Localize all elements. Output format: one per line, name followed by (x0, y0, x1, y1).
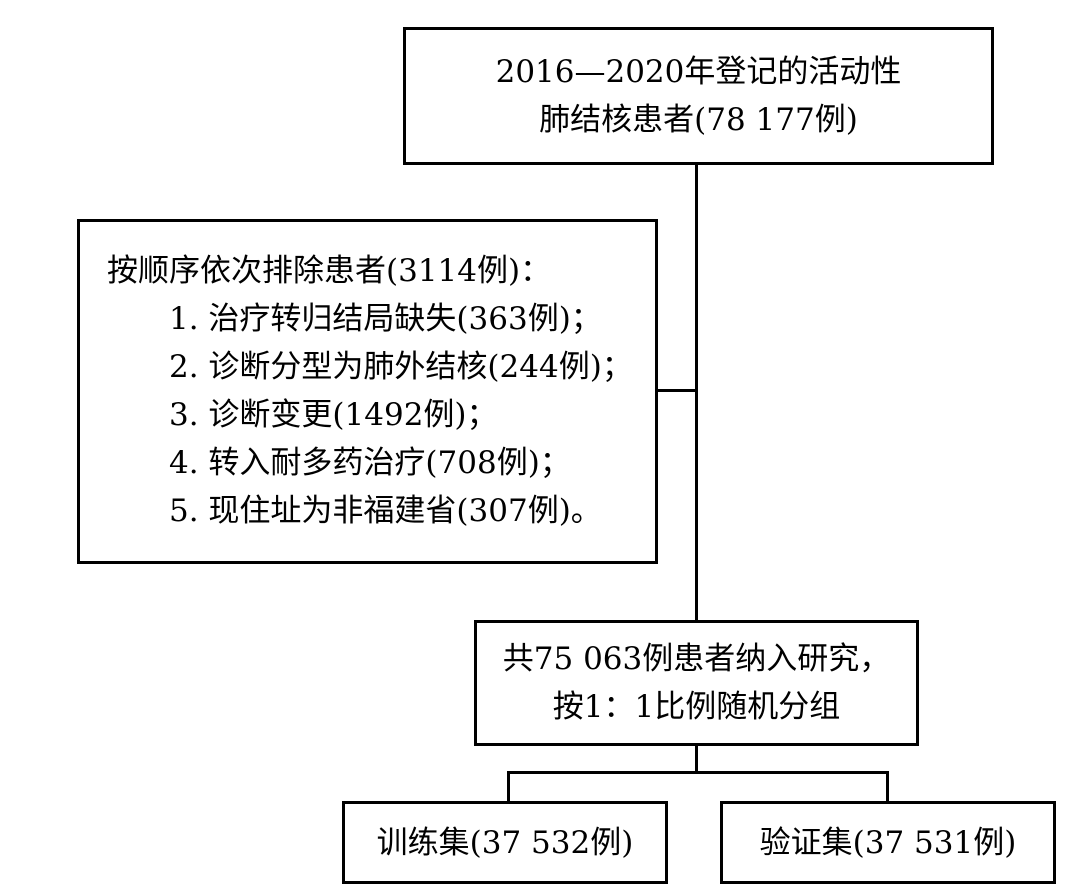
registered-line-1: 2016—2020年登记的活动性 (495, 54, 902, 90)
excluded-content: 按顺序依次排除患者(3114例)： 1. 治疗转归结局缺失(363例)； 2. … (107, 247, 633, 535)
validation-set-box: 验证集(37 531例) (720, 801, 1056, 884)
connector-to-validation (886, 771, 889, 801)
training-set-box: 训练集(37 532例) (342, 801, 668, 884)
validation-set-label: 验证集(37 531例) (759, 824, 1017, 861)
included-line-2: 按1：1比例随机分组 (552, 689, 841, 725)
excluded-item-2: 2. 诊断分型为肺外结核(244例)； (169, 349, 633, 385)
connector-exclusion-branch (658, 389, 698, 392)
connector-main-vertical (695, 165, 698, 620)
excluded-patients-box: 按顺序依次排除患者(3114例)： 1. 治疗转归结局缺失(363例)； 2. … (77, 219, 658, 564)
connector-to-training (507, 771, 510, 801)
connector-to-split (695, 746, 698, 772)
included-patients-box: 共75 063例患者纳入研究， 按1：1比例随机分组 (474, 620, 919, 746)
excluded-heading: 按顺序依次排除患者(3114例)： (107, 253, 552, 289)
training-set-label: 训练集(37 532例) (376, 824, 634, 861)
included-line-1: 共75 063例患者纳入研究， (502, 641, 891, 677)
excluded-item-4: 4. 转入耐多药治疗(708例)； (169, 445, 571, 481)
registered-line-2: 肺结核患者(78 177例) (539, 102, 858, 138)
connector-split-horizontal (507, 771, 889, 774)
excluded-item-5: 5. 现住址为非福建省(307例)。 (169, 493, 602, 529)
registered-patients-box: 2016—2020年登记的活动性 肺结核患者(78 177例) (403, 27, 994, 165)
excluded-item-3: 3. 诊断变更(1492例)； (169, 397, 498, 433)
excluded-item-1: 1. 治疗转归结局缺失(363例)； (169, 301, 602, 337)
